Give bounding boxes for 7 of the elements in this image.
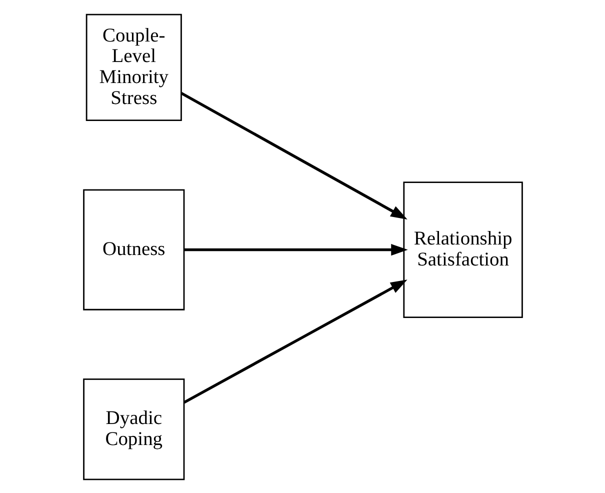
- arrow: [180, 91, 407, 219]
- node-box: Dyadic Coping: [82, 378, 184, 480]
- arrow: [182, 279, 407, 404]
- node-box: Outness: [82, 188, 184, 310]
- node-box: Couple- Level Minority Stress: [85, 13, 182, 121]
- arrow: [184, 243, 408, 256]
- node-box: Relationship Satisfaction: [402, 181, 522, 318]
